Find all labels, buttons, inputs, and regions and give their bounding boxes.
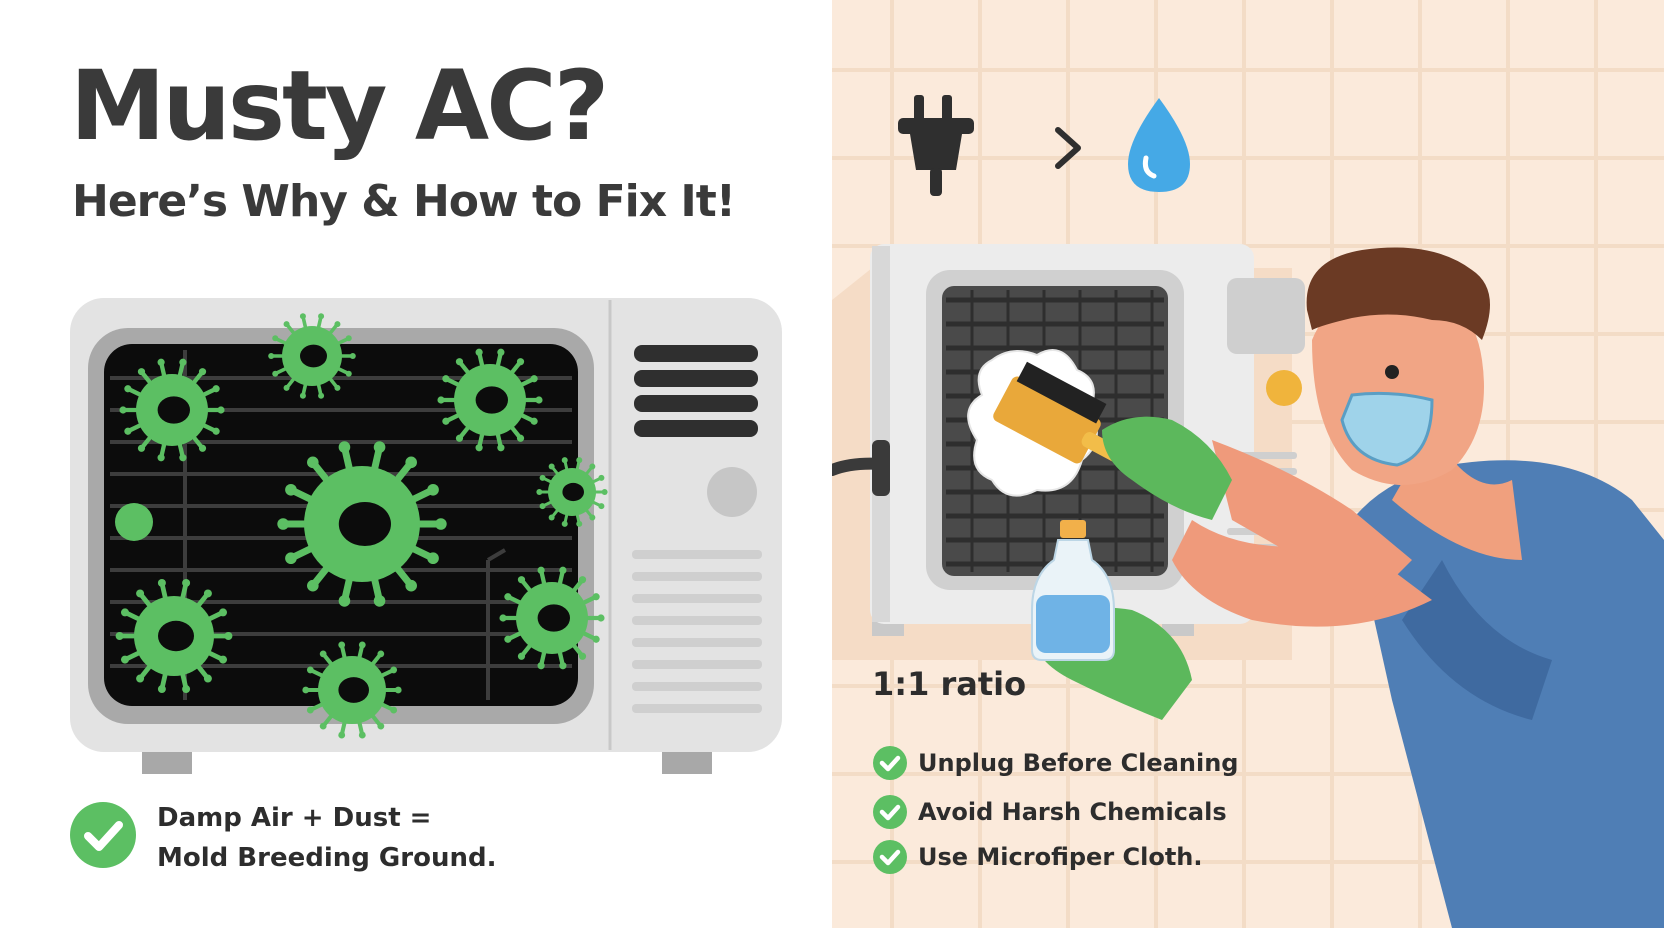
ac-foot-left [142,752,192,774]
bottle-cap [1060,520,1086,538]
man-eye [1385,365,1399,379]
ac-knob [1266,370,1302,406]
tip-label: Unplug Before Cleaning [918,749,1239,777]
right-panel: 1:1 ratio Unplug Before Cleaning Avoid H… [832,0,1664,928]
man-hair [1306,247,1490,340]
face-mask [1340,391,1434,467]
man-arm-lower [1172,520,1432,627]
mold-spore-icon [115,578,233,694]
cable-plug [872,440,890,496]
fact-line-1: Damp Air + Dust = [157,803,432,833]
plug-icon [898,95,974,196]
check-icon [873,746,907,780]
mold-spore-icon [119,358,225,462]
mold-spore-icon [437,348,543,452]
bottle-liquid [1036,595,1110,653]
check-icon [70,802,136,868]
tip-item: Avoid Harsh Chemicals [873,794,1227,830]
mold-spore-icon [277,441,447,607]
tip-item: Use Microfiper Cloth. [873,839,1203,875]
mold-spore-icon [302,641,402,739]
check-icon [873,795,907,829]
mold-fact: Damp Air + Dust = Mold Breeding Ground. [157,798,496,878]
mold-spore-icon [268,313,356,399]
water-drop-icon [1128,98,1190,192]
shirt-shadow [1402,560,1552,720]
mold-dot [115,503,153,541]
tip-item: Unplug Before Cleaning [873,745,1238,781]
ac-bottom-vents [632,550,762,713]
moldy-ac-illustration [70,298,782,774]
cleaning-illustration [832,0,1664,928]
man-arm-upper [1212,440,1412,600]
ratio-label: 1:1 ratio [872,665,1027,703]
tip-label: Avoid Harsh Chemicals [918,798,1227,826]
page-subtitle: Here’s Why & How to Fix It! [72,176,736,227]
ac-side [872,246,890,622]
ac-top-vents [634,345,758,437]
check-icon [873,840,907,874]
page-title: Musty AC? [70,50,609,162]
tip-label: Use Microfiper Cloth. [918,843,1203,871]
ac-knob [707,467,757,517]
ac-display [1227,278,1305,354]
chevron-right-icon [1055,127,1081,169]
left-panel: Musty AC? Here’s Why & How to Fix It! [70,50,782,878]
mold-spore-icon [536,457,608,527]
fact-line-2: Mold Breeding Ground. [157,843,497,873]
ac-foot-right [662,752,712,774]
mold-spore-icon [499,566,605,670]
glove-upper [1102,416,1232,520]
mold-spores [115,313,608,739]
